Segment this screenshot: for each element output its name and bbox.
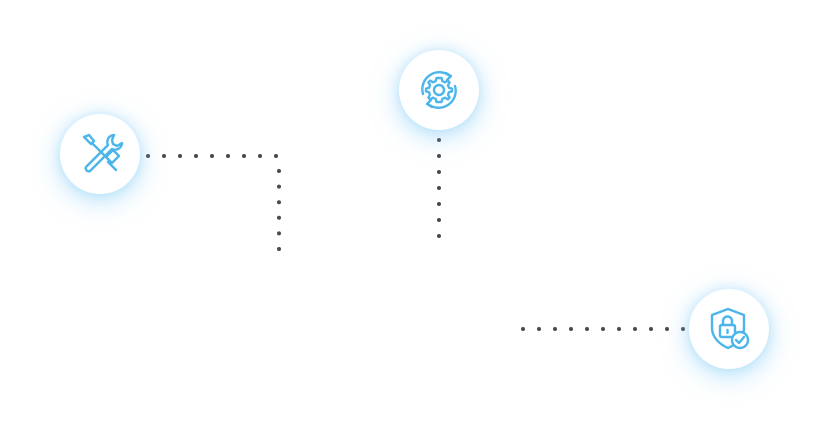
- connector-dot: [649, 327, 653, 331]
- connector-dot: [437, 234, 441, 238]
- connector-dot: [437, 202, 441, 206]
- connector-dot: [274, 154, 278, 158]
- node-lock: [689, 289, 769, 369]
- node-gear: [399, 50, 479, 130]
- connector-dot: [585, 327, 589, 331]
- connector-dot: [277, 215, 281, 220]
- dotted-connector-tools: [146, 154, 281, 251]
- connector-dot: [210, 154, 214, 158]
- connector-dot: [277, 169, 281, 173]
- dotted-connector-lock: [521, 327, 685, 331]
- tools-icon: [82, 133, 124, 173]
- connector-dot: [665, 327, 669, 331]
- connector-dot: [242, 154, 246, 158]
- connector-dot: [601, 327, 605, 331]
- connector-dot: [194, 154, 198, 158]
- connector-dot: [437, 154, 441, 158]
- connector-dot: [178, 154, 182, 158]
- node-tools: [60, 114, 140, 194]
- gear-refresh-icon: [421, 71, 457, 109]
- connector-dot: [277, 231, 281, 236]
- connector-dot: [521, 327, 525, 331]
- connector-dot: [537, 327, 541, 331]
- connector-dot: [569, 327, 573, 331]
- connector-dot: [681, 327, 685, 331]
- connector-dot: [437, 186, 441, 190]
- connector-dot: [553, 327, 557, 331]
- connector-dot: [277, 247, 281, 251]
- connector-dot: [437, 218, 441, 222]
- connector-dot: [258, 154, 262, 158]
- connector-dot: [277, 200, 281, 205]
- connector-dot: [162, 154, 166, 158]
- shield-lock-icon: [710, 307, 750, 350]
- dotted-connector-gear: [437, 138, 441, 238]
- connector-dot: [226, 154, 230, 158]
- connector-dot: [277, 184, 281, 189]
- connector-dot: [437, 170, 441, 174]
- connector-dot: [633, 327, 637, 331]
- connector-dot: [437, 138, 441, 142]
- connector-dot: [146, 154, 150, 158]
- connector-dot: [617, 327, 621, 331]
